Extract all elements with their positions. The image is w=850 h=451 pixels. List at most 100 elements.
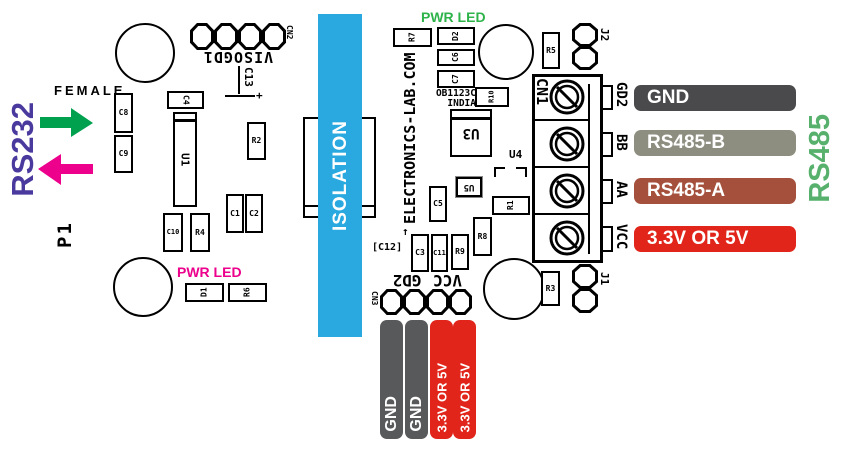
screw-terminal-icon bbox=[549, 126, 585, 162]
isolation-label: ISOLATION bbox=[329, 119, 351, 232]
u3-band bbox=[452, 117, 490, 120]
component-r8: R8 bbox=[473, 217, 492, 256]
bottom-pill-vcc-2: 3.3V OR 5V bbox=[453, 320, 476, 439]
board-origin-label: INDIA bbox=[447, 98, 476, 109]
cn1-label: CN1 bbox=[533, 78, 551, 106]
component-r5: R5 bbox=[542, 32, 560, 69]
component-r2: R2 bbox=[247, 122, 266, 160]
cn3-pad bbox=[380, 289, 403, 315]
u4-label: U4 bbox=[509, 148, 523, 161]
component-c4: C4 bbox=[167, 91, 204, 109]
brand-label: ELECTRONICS-LAB.COM bbox=[401, 52, 419, 224]
c13-arrow: + bbox=[256, 89, 263, 102]
rs485-title: RS485 bbox=[803, 113, 836, 203]
j1-pad bbox=[572, 288, 598, 313]
u1-band bbox=[175, 119, 195, 122]
pin-pill-rs485-b: RS485-B bbox=[634, 130, 796, 156]
bottom-pill-vcc-2-label: 3.3V OR 5V bbox=[457, 362, 472, 432]
bottom-pill-vcc-1-label: 3.3V OR 5V bbox=[434, 362, 449, 432]
component-r6: R6 bbox=[228, 283, 267, 302]
cn1-pad bbox=[601, 85, 613, 110]
cn1-inner-line bbox=[588, 84, 590, 254]
bottom-pill-gnd-2: GND bbox=[405, 320, 428, 439]
j1-label: J1 bbox=[598, 272, 611, 286]
component-c7: C7 bbox=[437, 70, 475, 88]
mounting-hole-bottom-right bbox=[483, 258, 545, 320]
component-c11: C11 bbox=[431, 234, 448, 272]
component-r9: R9 bbox=[451, 234, 469, 270]
bottom-pill-gnd-1-label: GND bbox=[382, 396, 400, 432]
component-c5: C5 bbox=[429, 186, 447, 222]
rs485-title-wrap: RS485 bbox=[798, 106, 842, 210]
screw-terminal-icon bbox=[549, 79, 585, 115]
bottom-pill-vcc-1: 3.3V OR 5V bbox=[430, 320, 453, 439]
u4-corner-mark bbox=[516, 167, 527, 177]
component-c9: C9 bbox=[114, 135, 133, 173]
cn2-pad bbox=[190, 23, 214, 50]
screw-terminal-icon bbox=[549, 220, 585, 256]
component-r7: R7 bbox=[393, 28, 432, 47]
cn3-pin-vcc-label: VCC bbox=[433, 271, 462, 290]
arrow-right-icon bbox=[40, 108, 93, 137]
cn2-label: CN2 bbox=[285, 25, 294, 40]
cn1-divider bbox=[534, 166, 590, 168]
cn1-divider bbox=[534, 213, 590, 215]
cn1-pad bbox=[601, 226, 613, 252]
c13-bracket bbox=[238, 66, 240, 94]
arrow-left-icon bbox=[38, 154, 93, 185]
component-c10: C10 bbox=[163, 213, 183, 252]
cn1-pin-vcc-label: VCC bbox=[613, 224, 629, 250]
bottom-pill-gnd-2-label: GND bbox=[407, 396, 425, 432]
p1-connector-label: P1 bbox=[54, 221, 76, 248]
j2-label: J2 bbox=[598, 28, 611, 42]
cn1-pad bbox=[601, 132, 613, 157]
cn1-pin-aa-label: AA bbox=[613, 181, 629, 198]
board-code-label: OB1123C bbox=[435, 88, 476, 99]
screw-terminal-icon bbox=[549, 173, 585, 209]
component-c1: C1 bbox=[226, 194, 244, 233]
cn3-pad bbox=[449, 289, 472, 315]
component-r10: R10 bbox=[475, 87, 509, 107]
component-c3: C3 bbox=[411, 234, 429, 272]
mounting-hole-bottom-left bbox=[113, 257, 173, 317]
rs232-title-wrap: RS232 bbox=[0, 92, 44, 207]
pin-pill-vcc: 3.3V OR 5V bbox=[634, 226, 796, 252]
visogd1-label: VISOGD1 bbox=[202, 48, 274, 66]
c12-label: [C12] bbox=[372, 242, 403, 253]
cn3-pin-gd2-label: GD2 bbox=[392, 271, 422, 290]
mounting-hole-top-left bbox=[115, 23, 175, 83]
cn2-pad bbox=[214, 23, 238, 50]
cn2-pad bbox=[262, 23, 286, 50]
component-c6: C6 bbox=[437, 49, 475, 66]
component-r4: R4 bbox=[190, 213, 210, 252]
component-c8: C8 bbox=[114, 93, 133, 133]
mounting-hole-top-right bbox=[478, 24, 534, 80]
cn1-divider bbox=[534, 119, 590, 121]
pin-pill-gnd: GND bbox=[634, 85, 796, 111]
c13-label: C13 bbox=[242, 67, 255, 87]
j2-pad bbox=[572, 23, 598, 47]
component-d1: D1 bbox=[185, 283, 224, 302]
female-label: FEMALE bbox=[54, 83, 126, 98]
j1-pad bbox=[572, 264, 598, 289]
c13-arrow-line bbox=[225, 95, 255, 97]
cn3-pad bbox=[426, 289, 449, 315]
component-u5: U5 bbox=[455, 176, 483, 198]
cn1-pin-gd2-label: GD2 bbox=[613, 82, 629, 108]
bottom-pill-gnd-1: GND bbox=[380, 320, 403, 439]
u4-corner-mark bbox=[494, 167, 505, 177]
cn3-pad bbox=[403, 289, 426, 315]
component-r1: R1 bbox=[492, 196, 530, 215]
component-u1: U1 bbox=[173, 112, 197, 207]
pwr-led-label-left: PWR LED bbox=[177, 264, 242, 280]
j2-pad bbox=[572, 46, 598, 70]
cn2-pad bbox=[238, 23, 262, 50]
pin-pill-rs485-a: RS485-A bbox=[634, 178, 796, 204]
pwr-led-label-right: PWR LED bbox=[421, 9, 486, 25]
component-d2: D2 bbox=[437, 27, 475, 45]
c12-arrow: ↑ bbox=[402, 225, 409, 238]
rs232-title: RS232 bbox=[4, 102, 40, 197]
isolation-bar: ISOLATION bbox=[318, 14, 362, 337]
cn1-pin-bb-label: BB bbox=[613, 134, 629, 151]
